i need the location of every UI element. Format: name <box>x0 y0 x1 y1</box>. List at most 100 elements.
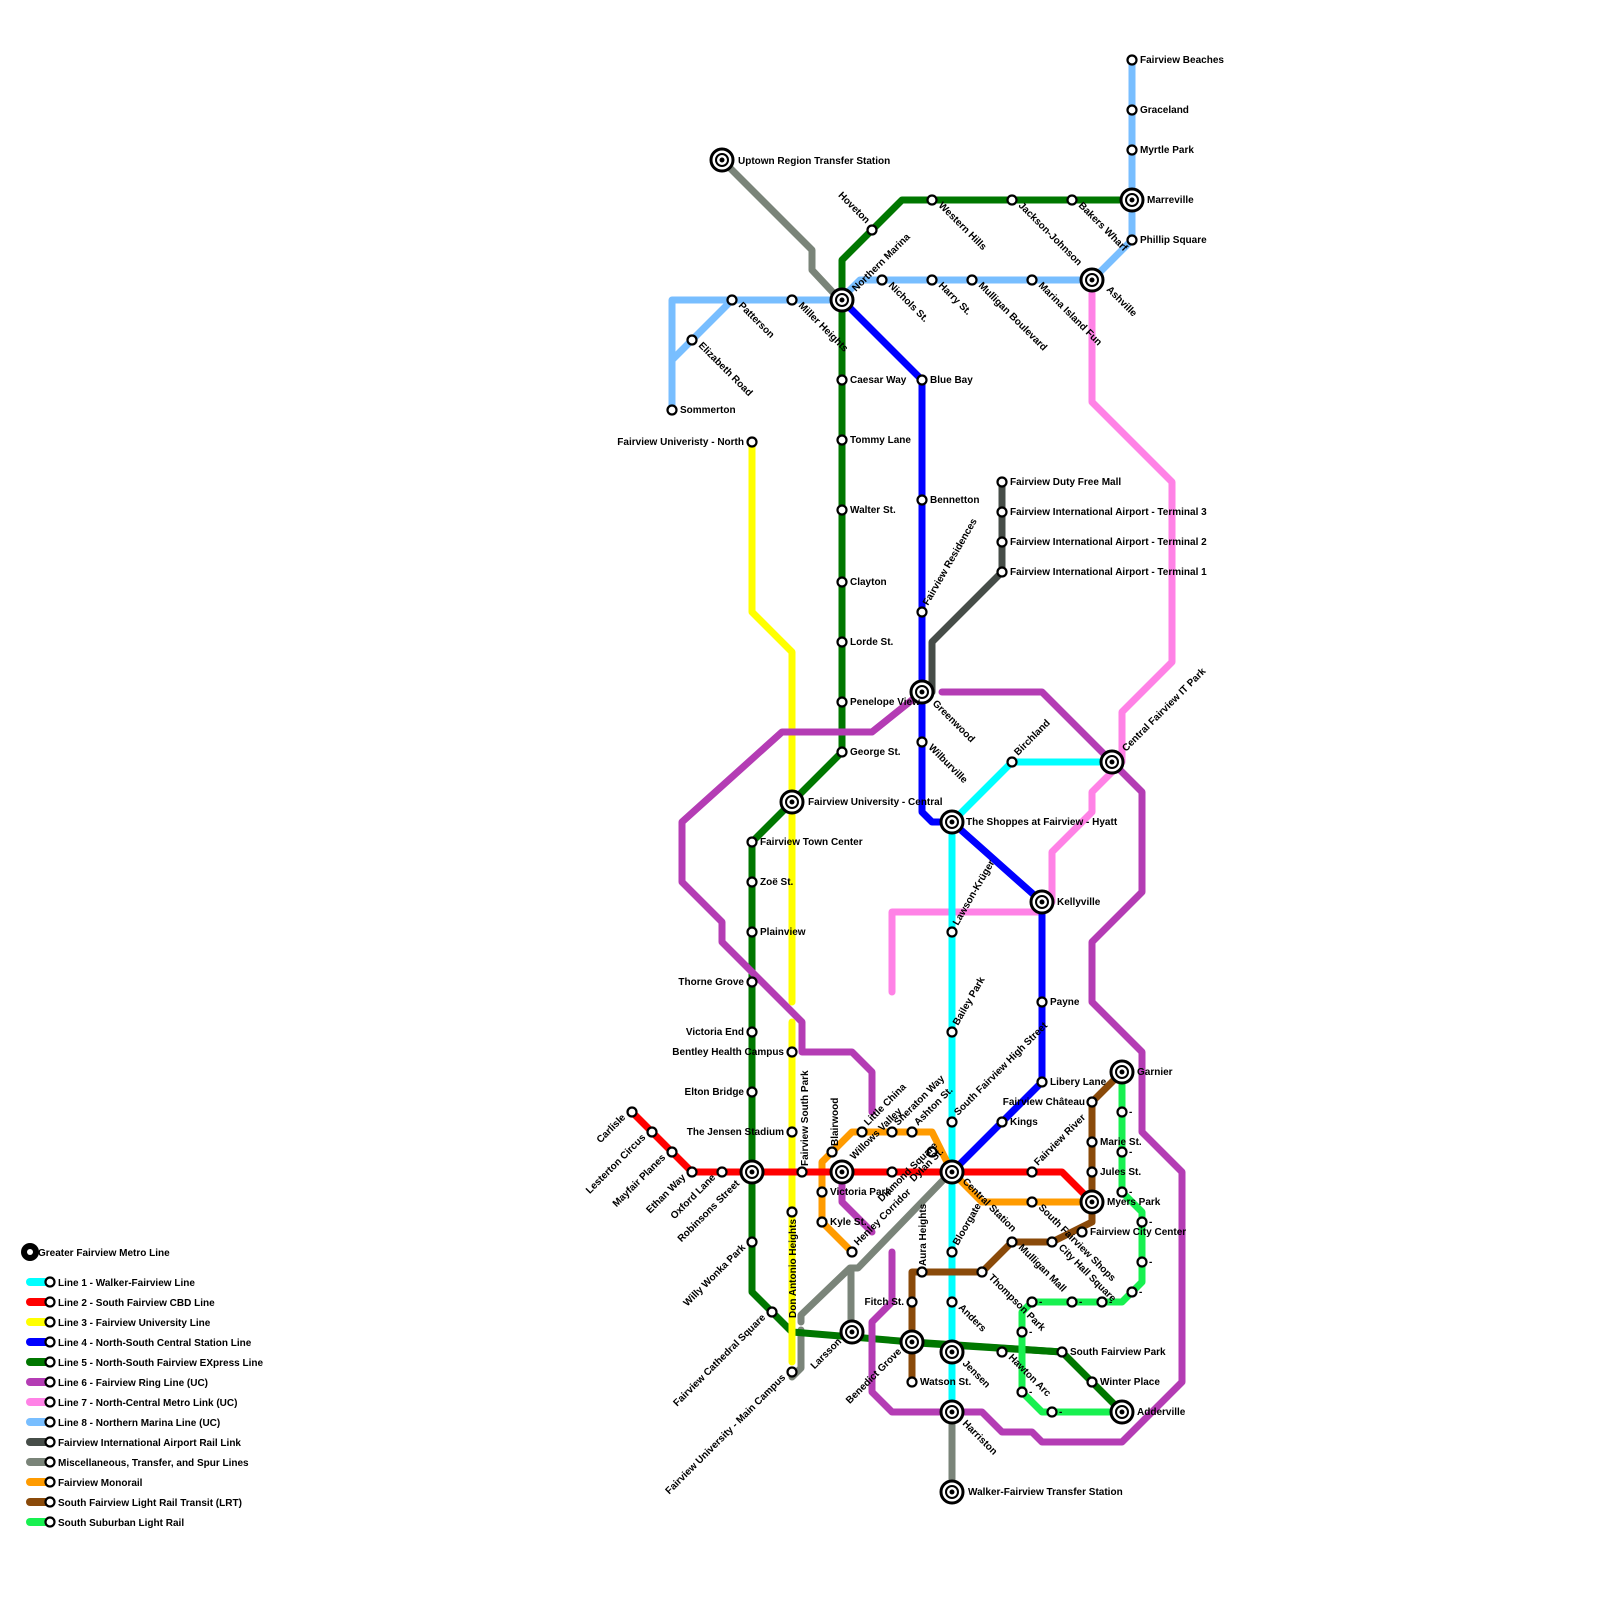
stop-george-st[interactable] <box>836 746 848 758</box>
hub-walker-fairview[interactable] <box>939 1479 965 1505</box>
stop-lesterton[interactable] <box>646 1126 658 1138</box>
stop-plainview[interactable] <box>746 926 758 938</box>
hub-uptown[interactable] <box>709 147 735 173</box>
stop-fairview-beaches[interactable] <box>1126 54 1138 66</box>
hub-kellyville[interactable] <box>1029 889 1055 915</box>
stop-clayton[interactable] <box>836 576 848 588</box>
stop-diamond-square[interactable] <box>926 1146 938 1158</box>
hub-central-station[interactable] <box>939 1159 965 1185</box>
stop-terminal3[interactable] <box>996 506 1008 518</box>
stop-birchland[interactable] <box>1006 756 1018 768</box>
stop-univ-main[interactable] <box>786 1366 798 1378</box>
stop-don-antonio[interactable] <box>786 1206 798 1218</box>
hub-robinsons[interactable] <box>739 1159 765 1185</box>
stop-dash-3[interactable] <box>1116 1186 1128 1198</box>
stop-marina-island-fun[interactable] <box>1026 274 1038 286</box>
stop-dash-12[interactable] <box>1046 1406 1058 1418</box>
stop-dash-1[interactable] <box>1116 1106 1128 1118</box>
hub-garnier[interactable] <box>1109 1059 1135 1085</box>
stop-little-china[interactable] <box>856 1126 868 1138</box>
hub-jensen[interactable] <box>939 1339 965 1365</box>
stop-marie-st[interactable] <box>1086 1136 1098 1148</box>
stop-fv-south-park[interactable] <box>796 1166 808 1178</box>
stop-libery-lane[interactable] <box>1036 1076 1048 1088</box>
stop-dash-11[interactable] <box>1016 1386 1028 1398</box>
stop-payne[interactable] <box>1036 996 1048 1008</box>
stop-dash-4[interactable] <box>1136 1216 1148 1228</box>
stop-jackson-johnson[interactable] <box>1006 194 1018 206</box>
stop-ashton-st[interactable] <box>906 1126 918 1138</box>
stop-terminal2[interactable] <box>996 536 1008 548</box>
hub-adderville[interactable] <box>1109 1399 1135 1425</box>
stop-ethan-way[interactable] <box>686 1166 698 1178</box>
stop-fitch-st[interactable] <box>906 1296 918 1308</box>
hub-ashville[interactable] <box>1079 267 1105 293</box>
stop-victoria-park[interactable] <box>816 1186 828 1198</box>
stop-winter-place[interactable] <box>1086 1376 1098 1388</box>
stop-fairview-river[interactable] <box>1026 1166 1038 1178</box>
stop-kyle-st[interactable] <box>816 1216 828 1228</box>
stop-kings[interactable] <box>996 1116 1008 1128</box>
stop-walter-st[interactable] <box>836 504 848 516</box>
stop-lawson-kruger[interactable] <box>946 926 958 938</box>
stop-myrtle-park[interactable] <box>1126 144 1138 156</box>
hub-central-it-park[interactable] <box>1099 749 1125 775</box>
stop-hoveton[interactable] <box>866 224 878 236</box>
stop-blue-bay[interactable] <box>916 374 928 386</box>
stop-bakers-wharf[interactable] <box>1066 194 1078 206</box>
stop-carlisle[interactable] <box>626 1106 638 1118</box>
stop-victoria-end[interactable] <box>746 1026 758 1038</box>
stop-dash-7[interactable] <box>1066 1296 1078 1308</box>
stop-patterson[interactable] <box>726 294 738 306</box>
stop-harry-st[interactable] <box>926 274 938 286</box>
stop-oxford-lane[interactable] <box>716 1166 728 1178</box>
stop-sommerton[interactable] <box>666 404 678 416</box>
hub-greenwood[interactable] <box>909 679 935 705</box>
stop-watson-st[interactable] <box>906 1376 918 1388</box>
stop-fv-univ-north[interactable] <box>746 436 758 448</box>
stop-lorde-st[interactable] <box>836 636 848 648</box>
hub-willows-valley[interactable] <box>829 1159 855 1185</box>
stop-dylan-st[interactable] <box>886 1166 898 1178</box>
hub-fv-univ-central[interactable] <box>779 789 805 815</box>
stop-bloorgate[interactable] <box>946 1246 958 1258</box>
hub-benedict[interactable] <box>899 1329 925 1355</box>
stop-thompson-park[interactable] <box>976 1266 988 1278</box>
stop-fairview-residences[interactable] <box>916 606 928 618</box>
stop-tommy-lane[interactable] <box>836 434 848 446</box>
stop-nichols-st[interactable] <box>876 274 888 286</box>
stop-miller-heights[interactable] <box>786 294 798 306</box>
stop-penelope-view[interactable] <box>836 696 848 708</box>
stop-zoe-st[interactable] <box>746 876 758 888</box>
stop-bailey-park[interactable] <box>946 1026 958 1038</box>
stop-dash-8[interactable] <box>1096 1296 1108 1308</box>
hub-harriston[interactable] <box>939 1399 965 1425</box>
stop-jules-st[interactable] <box>1086 1166 1098 1178</box>
stop-dash-9[interactable] <box>1126 1286 1138 1298</box>
stop-town-center[interactable] <box>746 836 758 848</box>
stop-dash-5[interactable] <box>1136 1256 1148 1268</box>
stop-wilburville[interactable] <box>916 736 928 748</box>
stop-mulligan-boulevard[interactable] <box>966 274 978 286</box>
hub-shoppes[interactable] <box>939 809 965 835</box>
stop-south-fv-park[interactable] <box>1056 1346 1068 1358</box>
hub-myers-park[interactable] <box>1079 1189 1105 1215</box>
stop-south-fv-high[interactable] <box>946 1116 958 1128</box>
stop-dash-2[interactable] <box>1116 1146 1128 1158</box>
stop-bentley[interactable] <box>786 1046 798 1058</box>
stop-duty-free[interactable] <box>996 476 1008 488</box>
stop-fv-chateau[interactable] <box>1086 1096 1098 1108</box>
stop-mulligan-mall[interactable] <box>1006 1236 1018 1248</box>
stop-western-hills[interactable] <box>926 194 938 206</box>
stop-anders[interactable] <box>946 1296 958 1308</box>
stop-hawton-arc[interactable] <box>996 1346 1008 1358</box>
stop-sheraton-way[interactable] <box>886 1126 898 1138</box>
stop-terminal1[interactable] <box>996 566 1008 578</box>
stop-elizabeth-road[interactable] <box>686 334 698 346</box>
stop-elton-bridge[interactable] <box>746 1086 758 1098</box>
hub-larsson[interactable] <box>839 1319 865 1345</box>
stop-fv-city-center[interactable] <box>1076 1226 1088 1238</box>
stop-aura-heights[interactable] <box>916 1266 928 1278</box>
stop-graceland[interactable] <box>1126 104 1138 116</box>
stop-henley[interactable] <box>846 1246 858 1258</box>
